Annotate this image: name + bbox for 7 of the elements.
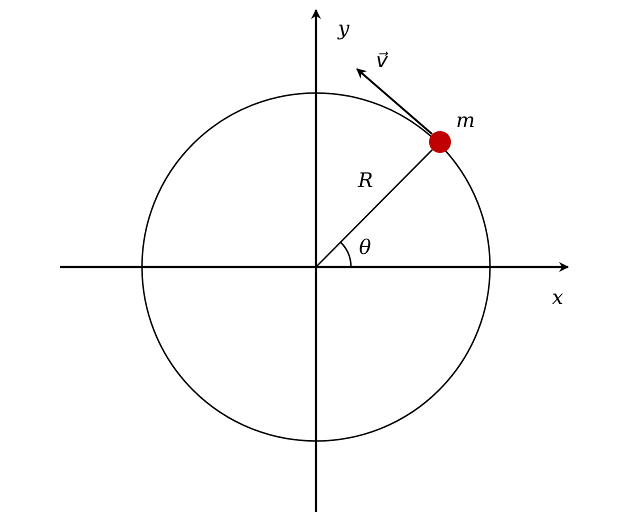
axis-label: y (338, 18, 350, 38)
mass-dot (429, 131, 451, 153)
radius-label: R (358, 170, 374, 190)
vector-label: v⃗ (376, 50, 388, 70)
axis-label: x (552, 287, 564, 307)
mass-label: m (456, 110, 475, 130)
angle-label: θ (359, 237, 372, 257)
